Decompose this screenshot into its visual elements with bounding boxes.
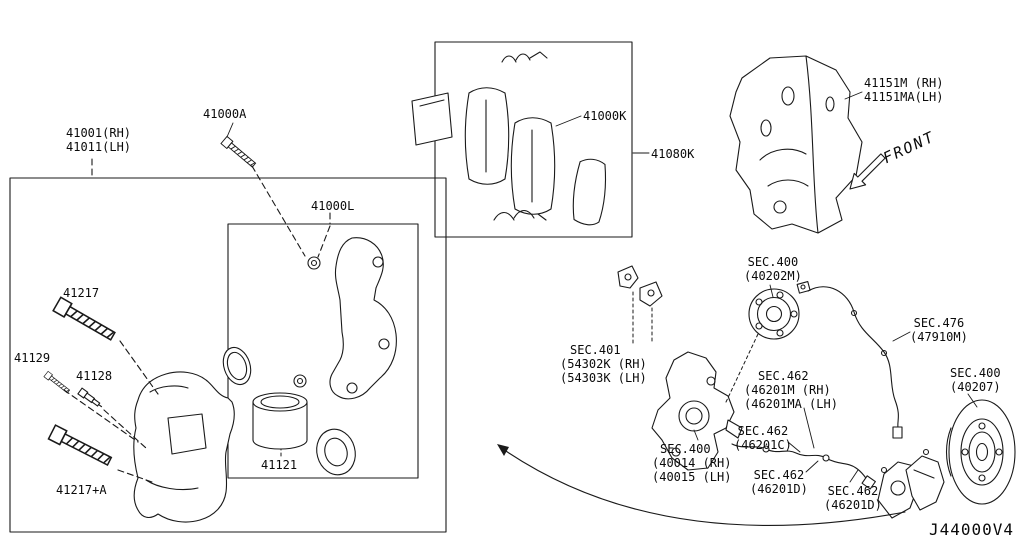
label-hose-connector-sec-ref: SEC.462 — [737, 424, 789, 438]
label-caliper-assembly: 41001(RH) 41011(LH) — [66, 126, 131, 154]
label-hose-d-front-sec: SEC.462 (46201D) — [750, 468, 808, 496]
label-rotor-sec-ref: SEC.400 — [950, 366, 1001, 380]
front-arrow-icon — [849, 153, 886, 190]
label-knuckle-sec: SEC.400 (40014 (RH) (40015 (LH) — [652, 442, 731, 484]
label-brake-hose-sec-lh: (46201MA (LH) — [744, 397, 838, 411]
assembly-sweep-arrow-icon — [497, 444, 906, 527]
brake-hose-drawing — [731, 443, 876, 490]
label-hose-connector-sec-part: (46201C) — [734, 438, 792, 452]
label-pin-bolt: 41000A — [203, 107, 247, 121]
splash-shield-drawing — [729, 55, 863, 234]
label-splash-shield-rh: 41151M (RH) — [864, 76, 944, 90]
label-brake-hose-sec-ref: SEC.462 — [758, 369, 809, 383]
label-brake-hose-sec-rh: (46201M (RH) — [744, 383, 831, 397]
label-pad-hardware: 41080K — [651, 147, 695, 161]
label-strut-sec-rh: (54302K (RH) — [560, 357, 647, 371]
piston-drawing — [252, 392, 308, 450]
label-caliper-assembly-rh: 41001(RH) — [66, 126, 132, 140]
label-rotor-sec-part: (40207) — [950, 380, 1001, 394]
label-abs-sensor-sec-ref: SEC.476 — [913, 316, 965, 330]
label-hub-sec: SEC.400 (40202M) — [744, 255, 802, 283]
label-knuckle-sec-ref: SEC.400 — [660, 442, 711, 456]
label-strut-sec-ref: SEC.401 — [570, 343, 621, 357]
abs-sensor-drawing — [796, 281, 903, 439]
brake-pads-drawing — [411, 51, 607, 226]
label-caliper-assembly-lh: 41011(LH) — [66, 140, 132, 154]
label-strut-sec-lh: (54303K (LH) — [560, 371, 647, 385]
label-pad-kit: 41000K — [583, 109, 627, 123]
slide-pin-a-drawing — [47, 424, 114, 469]
knuckle-drawing — [651, 351, 743, 471]
cap-drawing — [43, 370, 71, 395]
leader-lines — [63, 91, 978, 483]
rotor-drawing — [945, 399, 1016, 505]
diagram-code: J44000V4 — [929, 520, 1015, 539]
label-slide-pin-a: 41217+A — [56, 483, 107, 497]
slide-pin-drawing — [52, 296, 118, 344]
label-brake-hose-sec: SEC.462 (46201M (RH) (46201MA (LH) — [744, 369, 838, 411]
label-knuckle-sec-rh: (40014 (RH) — [652, 456, 732, 470]
piston-seal-drawing — [222, 346, 252, 386]
label-hub-sec-ref: SEC.400 — [747, 255, 799, 269]
label-abs-sensor-sec: SEC.476 (47910M) — [910, 316, 968, 344]
label-hose-d-front-sec-part: (46201D) — [750, 482, 808, 496]
label-slide-pin: 41217 — [63, 286, 100, 300]
label-hose-connector-sec: SEC.462 (46201C) — [734, 424, 792, 452]
label-hub-sec-part: (40202M) — [744, 269, 802, 283]
label-abs-sensor-sec-part: (47910M) — [910, 330, 968, 344]
label-air-bleeder: 41128 — [76, 369, 113, 383]
pin-bolt-drawing — [220, 135, 258, 170]
caliper-assembly-frame — [9, 177, 447, 533]
label-strut-sec: SEC.401 (54302K (RH) (54303K (LH) — [560, 343, 647, 385]
strut-bracket-drawing — [617, 265, 663, 347]
label-splash-shield-lh: 41151MA(LH) — [864, 90, 944, 104]
label-hose-d-front-sec-ref: SEC.462 — [753, 468, 805, 482]
caliper-on-rotor-drawing — [877, 448, 945, 519]
label-rotor-sec: SEC.400 (40207) — [950, 366, 1001, 394]
label-hose-d-rear-sec: SEC.462 (46201D) — [824, 484, 882, 512]
label-cap: 41129 — [14, 351, 51, 365]
bleeder-valve-drawing — [77, 387, 105, 411]
label-piston: 41121 — [261, 458, 298, 472]
label-hose-d-rear-sec-ref: SEC.462 — [827, 484, 879, 498]
label-hose-d-rear-sec-part: (46201D) — [824, 498, 882, 512]
label-torque-member: 41000L — [311, 199, 355, 213]
hub-bearing-drawing — [748, 288, 800, 340]
pad-shim-drawing — [411, 92, 453, 146]
caliper-body-drawing — [133, 371, 235, 523]
label-splash-shield: 41151M (RH) 41151MA(LH) — [864, 76, 943, 104]
piston-boot-drawing — [316, 428, 356, 476]
label-knuckle-sec-lh: (40015 (LH) — [652, 470, 732, 484]
torque-member-drawing — [293, 237, 397, 400]
